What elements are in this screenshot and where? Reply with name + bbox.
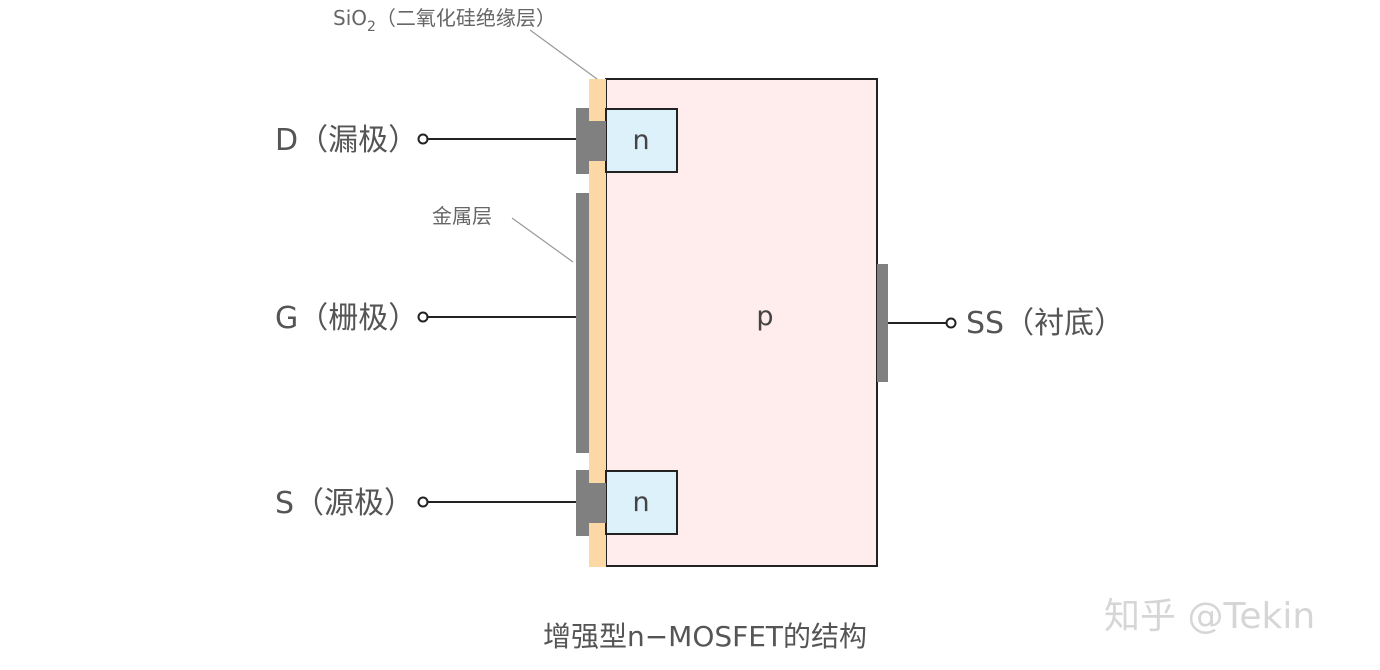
metal-layer-label: 金属层 [432,204,492,228]
source-region-label: n [632,487,649,518]
sio2-label-prefix: SiO [333,6,367,30]
sio2-leader-line [529,29,598,80]
substrate-metal-contact [877,264,888,382]
substrate-label: SS（衬底） [966,306,1124,341]
diagram-caption: 增强型n−MOSFET的结构 [543,620,867,653]
substrate-wire [888,317,957,329]
substrate-region-label: p [756,301,773,332]
source-metal-contact [576,470,606,536]
drain-region-label: n [632,125,649,156]
sio2-label-suffix: （二氧化硅绝缘层） [376,6,556,30]
gate-label: G（栅极） [275,301,418,336]
sio2-label: SiO2（二氧化硅绝缘层） [333,6,556,35]
watermark: 知乎 @Tekin [1104,596,1315,637]
metal-layer-leader-line [511,217,574,263]
drain-n-region [605,108,678,173]
drain-metal-contact [576,108,606,174]
sio2-insulating-layer [589,79,606,567]
gate-metal-layer [576,193,589,453]
gate-wire [417,311,576,323]
drain-label: D（漏极） [275,123,418,158]
source-wire [417,496,576,508]
drain-wire [417,133,576,145]
source-label: S（源极） [275,486,414,521]
sio2-label-subscript: 2 [367,19,376,35]
